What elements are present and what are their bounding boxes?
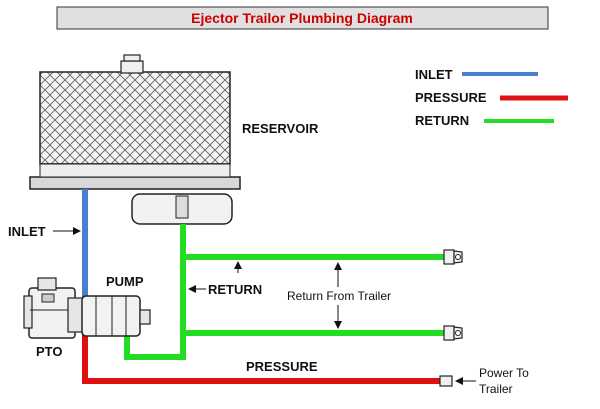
title-bar: Ejector Trailor Plumbing Diagram	[56, 6, 549, 30]
diagram-title: Ejector Trailor Plumbing Diagram	[191, 10, 413, 26]
pto-unit	[23, 277, 85, 339]
reservoir-tank	[29, 54, 241, 225]
legend: INLET PRESSURE RETURN	[415, 67, 568, 128]
return-label: RETURN	[208, 282, 262, 297]
power-to-trailer-line1: Power To	[479, 366, 529, 380]
pressure-coupler	[439, 375, 453, 387]
return-from-trailer-label: Return From Trailer	[287, 289, 391, 303]
inlet-label: INLET	[8, 224, 46, 239]
power-to-trailer-line2: Trailer	[479, 382, 513, 396]
filler-cap-icon	[120, 54, 144, 74]
legend-pressure-label: PRESSURE	[415, 90, 487, 105]
pump-label: PUMP	[106, 274, 144, 289]
pressure-line	[82, 335, 442, 384]
pressure-label: PRESSURE	[246, 359, 318, 374]
pto-label: PTO	[36, 344, 63, 359]
return-coupler-lower	[443, 325, 463, 341]
legend-return-label: RETURN	[415, 113, 469, 128]
legend-inlet-label: INLET	[415, 67, 453, 82]
pump-unit	[81, 295, 151, 337]
reservoir-label: RESERVOIR	[242, 121, 319, 136]
return-lines	[124, 224, 446, 360]
return-coupler-upper	[443, 249, 463, 265]
